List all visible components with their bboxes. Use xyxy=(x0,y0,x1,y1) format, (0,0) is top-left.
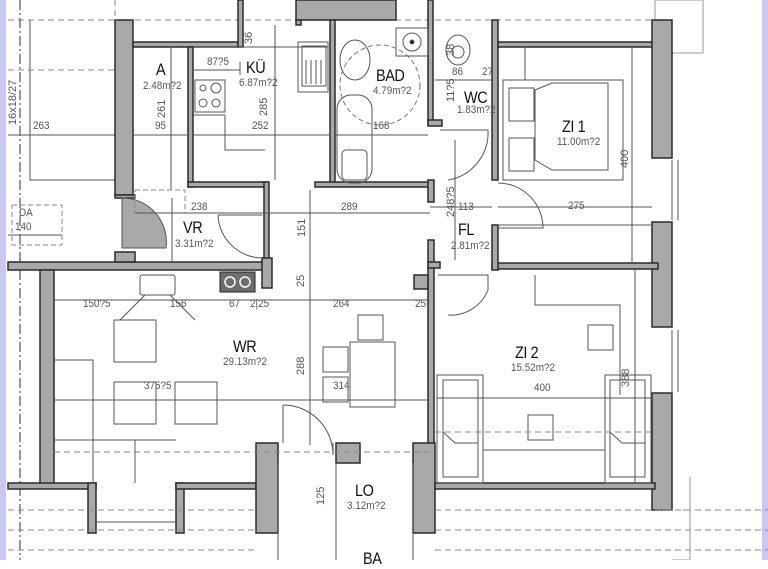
room-area-bad: 4.79m?2 xyxy=(373,85,412,97)
dim-stair: 16x18/27 xyxy=(7,79,19,125)
dim-8795: 87?5 xyxy=(207,56,230,68)
room-area-kue: 6.87m?2 xyxy=(239,77,278,89)
dim-37525: 375?5 xyxy=(144,380,172,392)
dim-15025: 150?5 xyxy=(83,298,111,310)
dim-86: 86 xyxy=(452,66,464,78)
room-name-ba-partial: BA xyxy=(363,549,382,568)
dim-156: 156 xyxy=(170,298,187,310)
room-area-a: 2.48m?2 xyxy=(143,80,182,92)
dim-151: 151 xyxy=(296,218,308,237)
viewer-left-edge xyxy=(0,0,6,560)
dim-36: 36 xyxy=(243,31,255,44)
dim-1175: 11?5 xyxy=(445,78,457,102)
room-area-vr: 3.31m?2 xyxy=(175,238,214,250)
dim-140: 140 xyxy=(15,221,32,233)
dim-125: 125 xyxy=(315,486,327,505)
room-area-lo: 3.12m?2 xyxy=(347,500,386,512)
dim-24875: 248?5 xyxy=(445,186,457,217)
dim-113: 113 xyxy=(458,201,474,213)
dim-261: 261 xyxy=(156,99,168,118)
dim-285: 285 xyxy=(258,97,270,116)
dim-289: 289 xyxy=(341,201,358,213)
room-area-fl: 2.81m?2 xyxy=(451,240,490,252)
dim-263: 263 xyxy=(33,120,50,132)
dim-314: 314 xyxy=(333,380,350,392)
dim-288: 288 xyxy=(295,356,307,375)
room-area-zi1: 11.00m?2 xyxy=(557,136,601,148)
room-name-fl: FL xyxy=(458,220,475,239)
room-name-zi2: ZI 2 xyxy=(515,343,539,362)
dim-168: 168 xyxy=(373,120,390,132)
dim-388: 388 xyxy=(620,368,632,387)
viewer-right-edge xyxy=(762,0,768,560)
room-name-bad: BAD xyxy=(376,66,405,85)
room-name-wr: WR xyxy=(233,337,257,356)
dim-252: 252 xyxy=(252,120,269,132)
room-area-wc: 1.83m?2 xyxy=(457,104,496,116)
room-area-zi2: 15.52m?2 xyxy=(511,362,556,374)
dim-275: 275 xyxy=(568,200,585,212)
room-area-wr: 29.13m?2 xyxy=(223,356,268,368)
dim-225: 2|25 xyxy=(250,298,270,310)
room-name-vr: VR xyxy=(183,218,203,237)
room-name-lo: LO xyxy=(355,481,374,500)
room-name-zi1: ZI 1 xyxy=(562,117,586,136)
dim-25: 25 xyxy=(415,298,427,310)
room-name-a: A xyxy=(156,60,166,79)
dim-400-zi2: 400 xyxy=(534,382,551,394)
dim-67: 67 xyxy=(229,298,241,310)
dim-264: 264 xyxy=(333,298,350,310)
label-da: DA xyxy=(19,207,33,219)
room-name-wc: WC xyxy=(464,88,488,107)
dim-27: 27 xyxy=(482,66,494,78)
dim-238: 238 xyxy=(191,201,208,213)
dim-38: 38 xyxy=(445,43,457,56)
room-name-kue: KÜ xyxy=(246,58,266,77)
dim-25-vertical: 25 xyxy=(295,274,307,287)
dim-95: 95 xyxy=(155,120,167,132)
dim-400-zi1: 400 xyxy=(619,149,631,168)
